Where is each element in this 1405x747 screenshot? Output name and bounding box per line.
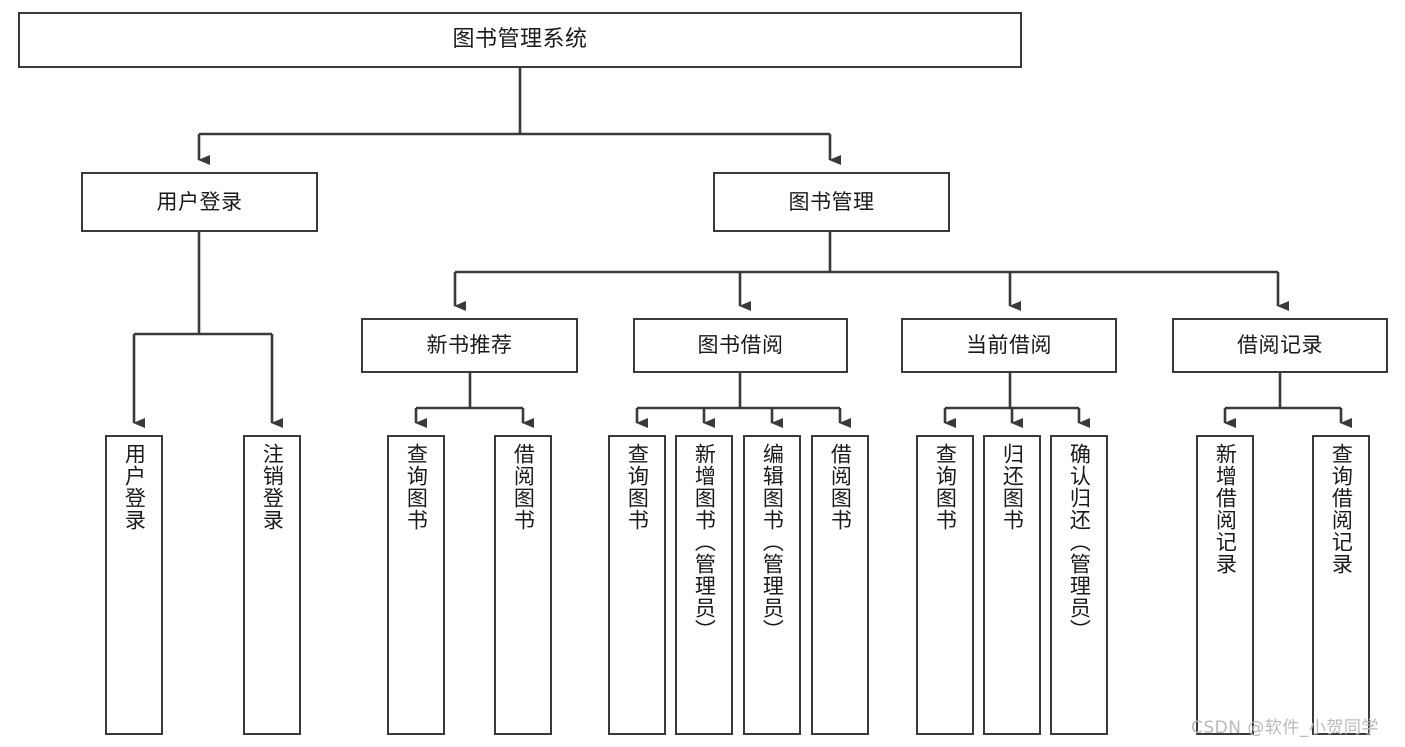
leaf-record-add-record[interactable]: 新增借阅记录 bbox=[1196, 435, 1254, 735]
leaf-newbook-query-book[interactable]: 查询图书 bbox=[387, 435, 445, 735]
leaf-record-query-record[interactable]: 查询借阅记录 bbox=[1312, 435, 1370, 735]
node-label: 注销登录 bbox=[260, 443, 285, 531]
node-new-book-recommend[interactable]: 新书推荐 bbox=[361, 318, 578, 373]
node-label: 查询图书 bbox=[404, 443, 429, 531]
node-label: 查询图书 bbox=[625, 443, 650, 531]
leaf-logout[interactable]: 注销登录 bbox=[243, 435, 301, 735]
node-label: 编辑图书（管理员） bbox=[760, 443, 785, 641]
node-book-borrow[interactable]: 图书借阅 bbox=[633, 318, 848, 373]
node-label: 确认归还（管理员） bbox=[1067, 443, 1092, 641]
node-root-system[interactable]: 图书管理系统 bbox=[18, 12, 1022, 68]
leaf-borrow-query-book[interactable]: 查询图书 bbox=[608, 435, 666, 735]
leaf-borrow-edit-book-admin[interactable]: 编辑图书（管理员） bbox=[743, 435, 801, 735]
leaf-borrow-borrow-book[interactable]: 借阅图书 bbox=[811, 435, 869, 735]
node-book-management[interactable]: 图书管理 bbox=[713, 172, 950, 232]
node-label: 用户登录 bbox=[122, 443, 147, 531]
node-borrow-record[interactable]: 借阅记录 bbox=[1172, 318, 1388, 373]
node-label: 新增借阅记录 bbox=[1213, 443, 1238, 575]
csdn-watermark: CSDN @软件_小贺同学 bbox=[1191, 718, 1379, 738]
node-label: 图书管理 bbox=[788, 189, 875, 214]
leaf-current-query-book[interactable]: 查询图书 bbox=[916, 435, 974, 735]
node-label: 用户登录 bbox=[156, 189, 243, 214]
leaf-user-login[interactable]: 用户登录 bbox=[105, 435, 163, 735]
leaf-newbook-borrow-book[interactable]: 借阅图书 bbox=[494, 435, 552, 735]
leaf-current-confirm-return-admin[interactable]: 确认归还（管理员） bbox=[1050, 435, 1108, 735]
node-user-login[interactable]: 用户登录 bbox=[81, 172, 318, 232]
node-label: 图书管理系统 bbox=[452, 27, 588, 53]
leaf-borrow-add-book-admin[interactable]: 新增图书（管理员） bbox=[675, 435, 733, 735]
node-label: 查询借阅记录 bbox=[1329, 443, 1354, 575]
node-label: 借阅图书 bbox=[828, 443, 853, 531]
node-label: 新增图书（管理员） bbox=[692, 443, 717, 641]
node-label: 查询图书 bbox=[933, 443, 958, 531]
leaf-current-return-book[interactable]: 归还图书 bbox=[983, 435, 1041, 735]
node-label: 借阅记录 bbox=[1237, 333, 1323, 358]
node-current-borrow[interactable]: 当前借阅 bbox=[901, 318, 1117, 373]
node-label: 归还图书 bbox=[1000, 443, 1025, 531]
node-label: 图书借阅 bbox=[697, 333, 784, 358]
node-label: 借阅图书 bbox=[511, 443, 536, 531]
node-label: 新书推荐 bbox=[426, 333, 513, 358]
node-label: 当前借阅 bbox=[966, 333, 1052, 358]
